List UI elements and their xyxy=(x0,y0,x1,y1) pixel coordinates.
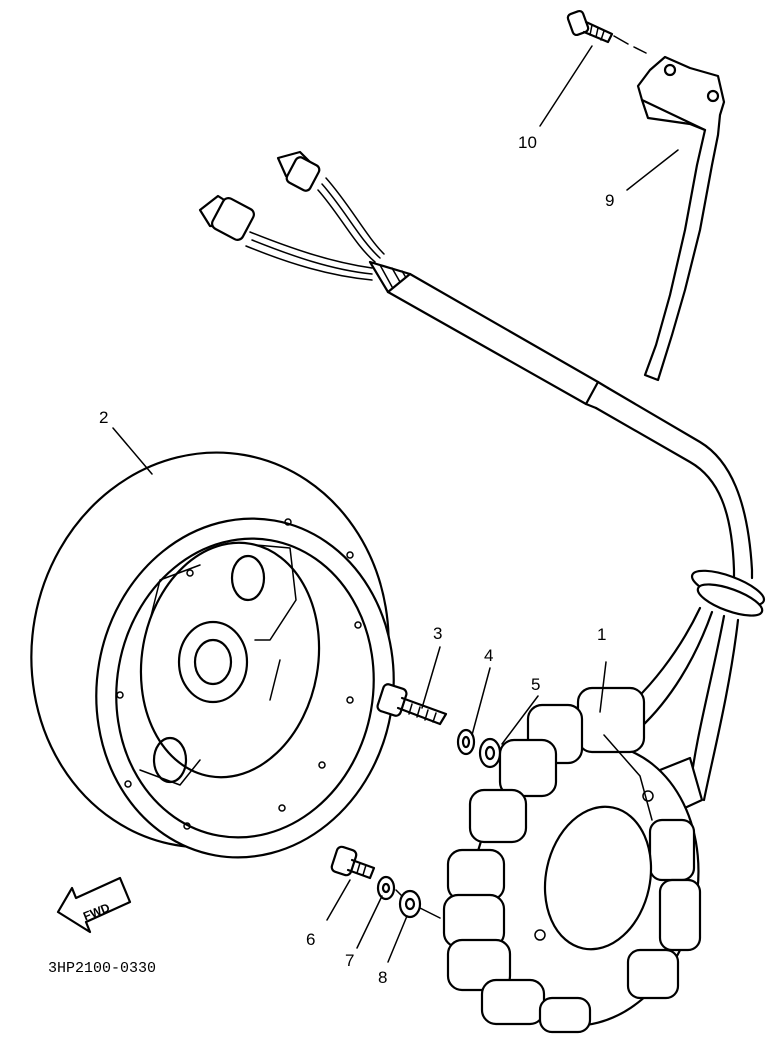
callout-2: 2 xyxy=(99,408,108,427)
washer-part-5 xyxy=(478,737,502,769)
washer-part-8 xyxy=(398,889,422,919)
callout-7: 7 xyxy=(345,951,354,970)
screw-part-6 xyxy=(330,845,376,880)
leader-1 xyxy=(599,661,607,713)
callout-4: 4 xyxy=(484,646,493,665)
screw-6-guide xyxy=(395,889,441,919)
screw-10-guide xyxy=(613,35,647,54)
leader-3 xyxy=(421,646,441,709)
fwd-arrow-icon: FWD xyxy=(56,876,132,934)
leader-10 xyxy=(539,45,593,127)
callout-10: 10 xyxy=(518,133,537,152)
part-code: 3HP2100-0330 xyxy=(48,960,156,977)
callout-5: 5 xyxy=(531,675,540,694)
bolt-part-3 xyxy=(376,683,448,726)
leader-7 xyxy=(356,895,383,949)
rotor-part-2 xyxy=(30,451,395,859)
callout-6: 6 xyxy=(306,930,315,949)
screw-part-10 xyxy=(566,9,614,44)
washer-part-7 xyxy=(376,875,396,901)
leader-6 xyxy=(326,879,351,921)
washer-part-4 xyxy=(456,728,476,756)
bracket-part-9 xyxy=(636,55,726,382)
callout-9: 9 xyxy=(605,191,614,210)
leader-8 xyxy=(387,915,408,963)
leader-2 xyxy=(112,427,153,475)
callout-1: 1 xyxy=(597,625,606,644)
callout-3: 3 xyxy=(433,624,442,643)
leader-lines xyxy=(112,45,679,963)
leader-4 xyxy=(471,667,491,736)
callout-8: 8 xyxy=(378,968,387,987)
stator-part-1 xyxy=(442,686,702,1034)
leader-5 xyxy=(501,695,539,745)
leader-9 xyxy=(626,149,679,191)
